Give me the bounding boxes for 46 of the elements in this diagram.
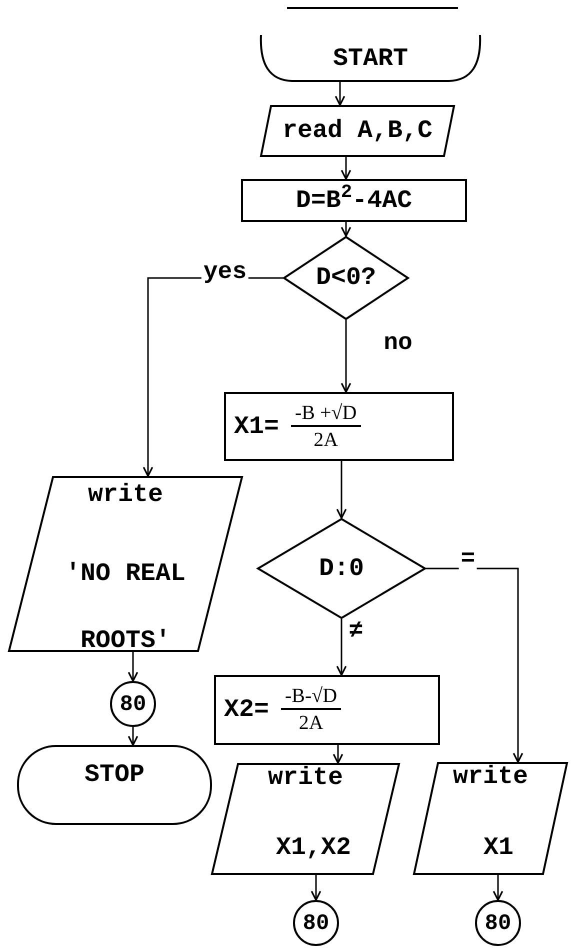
decision-diamond: [283, 236, 409, 320]
input-parallelogram: [260, 105, 455, 157]
node-text: read A,B,C: [282, 115, 433, 148]
arrow: [128, 727, 138, 746]
fraction-numerator: -B-√D: [281, 684, 342, 710]
arrow: [426, 568, 524, 763]
arrow: [340, 157, 352, 180]
output-keyword: write: [268, 763, 343, 793]
decision-diamond: [257, 518, 426, 619]
node-text: D:0: [318, 552, 364, 585]
connector-circle: [293, 900, 339, 946]
fraction-denominator: 2A: [298, 711, 324, 736]
connector-circle: [110, 681, 156, 727]
terminal-shape: [258, 35, 483, 82]
node-text: 80: [120, 690, 146, 718]
arrow: [492, 875, 504, 901]
output-keyword: write: [88, 480, 163, 510]
fraction-numerator: -B +√D: [291, 400, 361, 426]
arrow: [340, 222, 352, 237]
node-text: STOP: [84, 759, 144, 792]
node-text: 80: [484, 910, 512, 938]
formula-text: X2=: [224, 694, 270, 726]
arrow: [336, 619, 347, 676]
output-text: X1,X2: [274, 833, 351, 863]
output-keyword: write: [452, 762, 528, 792]
arrow: [336, 461, 347, 519]
node-text: START: [332, 42, 408, 75]
node-text: D=B$^{2}$-4AC: [296, 182, 412, 217]
output-parallelogram: [8, 476, 243, 652]
arrow: [332, 745, 344, 764]
node-text: 80: [302, 910, 330, 938]
connector-circle: [475, 900, 521, 946]
arrow: [310, 875, 322, 901]
arrow: [340, 320, 352, 393]
arrow: [128, 652, 138, 682]
output-text: 'NO REAL ROOTS': [64, 558, 187, 657]
node-text: D<0?: [316, 262, 376, 294]
process-box: [214, 675, 440, 745]
fraction-denominator: 2A: [314, 428, 338, 452]
formula-text: X1=: [234, 410, 280, 443]
process-box: [241, 179, 467, 222]
output-parallelogram: [211, 763, 400, 875]
output-text: X1: [482, 833, 514, 863]
process-box: [224, 392, 454, 461]
output-parallelogram: [413, 762, 568, 875]
arrow: [334, 82, 346, 106]
